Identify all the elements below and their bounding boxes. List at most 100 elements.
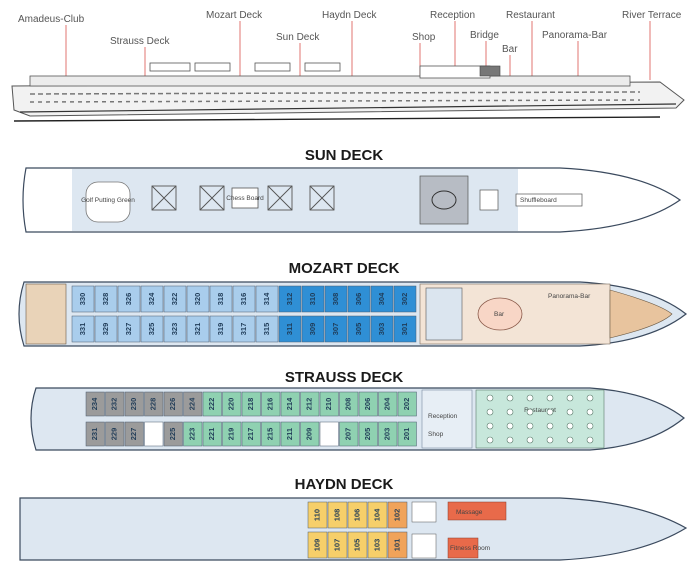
amadeus-club-area: [25, 283, 67, 345]
cabin-number-306: 306: [354, 293, 363, 306]
cabin-303-bottom: [370, 315, 394, 343]
cabin-319-bottom: [209, 315, 233, 343]
cabin-102-top: [387, 501, 408, 529]
cabin-number-220: 220: [227, 398, 236, 411]
cabin-322-top: [163, 285, 187, 313]
sun-label-chess: Chess Board: [226, 195, 264, 202]
fitness-room: [447, 537, 479, 559]
mozart-deck-title: MOZART DECK: [289, 260, 400, 277]
cabin-number-312: 312: [285, 293, 294, 306]
cabin-219-bottom: [222, 421, 242, 447]
cabin-number-325: 325: [147, 323, 156, 336]
cabin-number-215: 215: [266, 428, 275, 441]
cabin-number-230: 230: [129, 398, 138, 411]
cabin-330-top: [71, 285, 95, 313]
cabin-218-top: [241, 391, 261, 417]
cabin-208-top: [339, 391, 359, 417]
cabin-201-bottom: [397, 421, 417, 447]
cabin-number-318: 318: [216, 293, 225, 306]
profile-label-bar: Bar: [502, 44, 518, 55]
sun-label-golf: Golf Putting Green: [81, 197, 135, 204]
cabin-318-top: [209, 285, 233, 313]
cabin-number-110: 110: [312, 509, 321, 521]
cabin-107-bottom: [327, 531, 348, 559]
cabin-227-bottom: [124, 421, 144, 447]
cabin-222-top: [202, 391, 222, 417]
cabin-204-top: [378, 391, 398, 417]
cabin-number-203: 203: [383, 428, 392, 441]
cabin-number-223: 223: [188, 428, 197, 441]
cabin-209-bottom: [300, 421, 320, 447]
cabin-234-top: [85, 391, 105, 417]
cabin-101-bottom: [387, 531, 408, 559]
cabin-number-309: 309: [308, 323, 317, 336]
cabin-302-top: [393, 285, 417, 313]
cabin-number-302: 302: [400, 293, 409, 306]
cabin-314-top: [255, 285, 279, 313]
cabin-320-top: [186, 285, 210, 313]
cabin-number-322: 322: [170, 293, 179, 306]
cabin-number-102: 102: [392, 509, 401, 522]
cabin-number-227: 227: [129, 428, 138, 441]
strauss-label-reception: Reception: [428, 413, 458, 420]
cabin-215-bottom: [261, 421, 281, 447]
cabin-number-207: 207: [344, 428, 353, 441]
cabin-number-204: 204: [383, 397, 392, 410]
strauss-label-restaurant: Restaurant: [524, 407, 556, 414]
restaurant-table: [546, 436, 554, 444]
cabin-number-324: 324: [147, 292, 156, 305]
cabin-307-bottom: [324, 315, 348, 343]
cabin-number-331: 331: [78, 323, 87, 336]
cabin-number-107: 107: [332, 539, 341, 552]
cabin-232-top: [105, 391, 125, 417]
cabin-number-229: 229: [110, 428, 119, 441]
cabin-210-top: [319, 391, 339, 417]
cabin-331-bottom: [71, 315, 95, 343]
cabin-number-210: 210: [324, 398, 333, 411]
cabin-205-bottom: [358, 421, 378, 447]
cabin-228-top: [144, 391, 164, 417]
cabin-229-bottom: [105, 421, 125, 447]
cabin-316-top: [232, 285, 256, 313]
profile-label-reception: Reception: [430, 10, 475, 21]
restaurant-table: [486, 394, 494, 402]
cabin-number-206: 206: [363, 398, 372, 411]
cabin-number-202: 202: [402, 398, 411, 411]
sun-loungers: [151, 185, 335, 211]
cabin-230-top: [124, 391, 144, 417]
cabin-number-311: 311: [285, 323, 294, 335]
restaurant-table: [546, 394, 554, 402]
cabin-number-212: 212: [305, 398, 314, 411]
cabin-310-top: [301, 285, 325, 313]
cabin-217-bottom: [241, 421, 261, 447]
cabin-206-top: [358, 391, 378, 417]
cabin-number-219: 219: [227, 428, 236, 441]
cabin-number-109: 109: [312, 539, 321, 552]
restaurant-table: [506, 408, 514, 416]
mozart-label-bar: Bar: [494, 311, 505, 318]
cabin-324-top: [140, 285, 164, 313]
cabin-301-bottom: [393, 315, 417, 343]
profile-label-mozart-deck: Mozart Deck: [206, 10, 263, 21]
profile-label-shop: Shop: [412, 32, 436, 43]
restaurant-table: [586, 408, 594, 416]
cabin-number-303: 303: [377, 323, 386, 336]
cabin-number-232: 232: [110, 398, 119, 411]
restaurant-table: [526, 436, 534, 444]
strauss-deck-title: STRAUSS DECK: [285, 369, 404, 386]
restaurant-table: [526, 408, 534, 416]
cabin-number-326: 326: [124, 293, 133, 306]
cabin-number-308: 308: [331, 293, 340, 306]
sun-deck-title: SUN DECK: [305, 147, 384, 164]
cabin-327-bottom: [117, 315, 141, 343]
cabin-207-bottom: [339, 421, 359, 447]
cabin-number-307: 307: [331, 323, 340, 336]
profile-label-amadeus-club: Amadeus-Club: [18, 14, 85, 25]
cabin-number-214: 214: [285, 397, 294, 410]
restaurant-table: [546, 422, 554, 430]
cabin-226-top: [163, 391, 183, 417]
cabin-number-305: 305: [354, 323, 363, 336]
cabin-214-top: [280, 391, 300, 417]
